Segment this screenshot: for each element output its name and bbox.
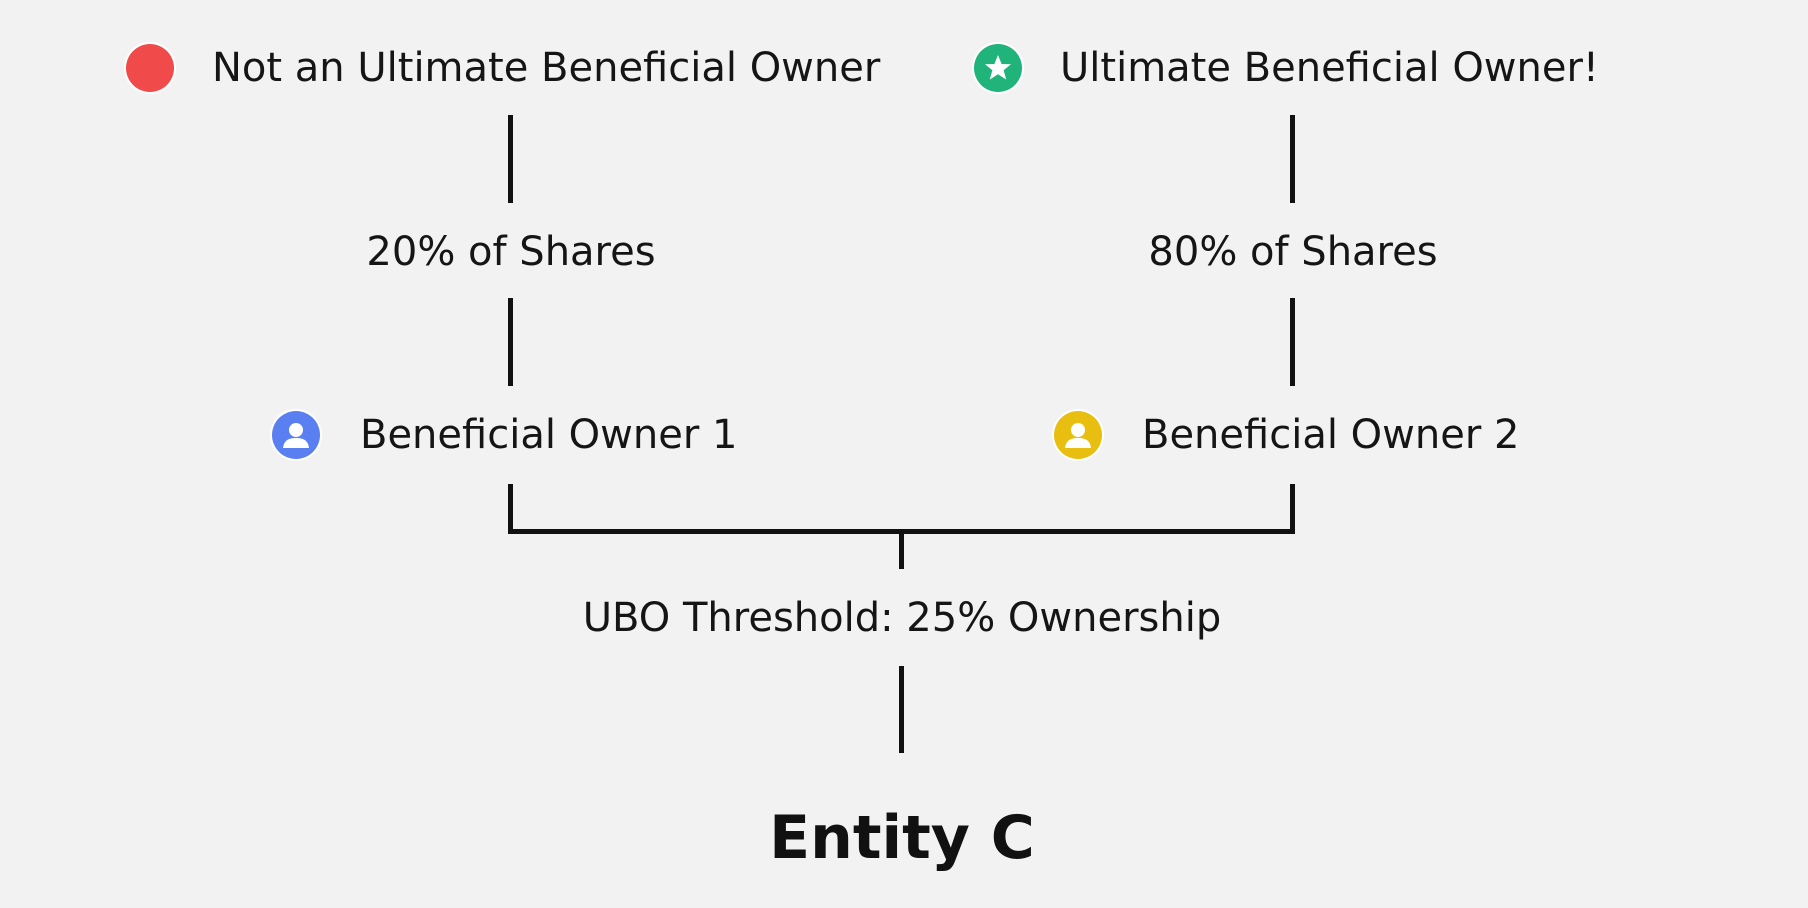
owner-2-label: Beneficial Owner 2 xyxy=(1142,412,1520,458)
not-ubo-dot-icon xyxy=(126,44,174,92)
bracket-left-drop xyxy=(508,484,513,534)
connector-right-upper xyxy=(1290,115,1295,203)
bracket-center-stem xyxy=(899,529,904,569)
ubo-star-icon xyxy=(974,44,1022,92)
connector-left-lower xyxy=(508,298,513,386)
bracket-right-drop xyxy=(1290,484,1295,534)
legend-ubo-label: Ultimate Beneficial Owner! xyxy=(1060,45,1599,91)
legend-not-ubo-label: Not an Ultimate Beneficial Owner xyxy=(212,45,881,91)
connector-to-entity xyxy=(899,666,904,753)
threshold-label: UBO Threshold: 25% Ownership xyxy=(582,595,1222,641)
owner-1-shares-label: 20% of Shares xyxy=(366,229,656,275)
entity-label: Entity C xyxy=(769,803,1035,873)
owner-2-person-icon xyxy=(1054,411,1102,459)
owner-2-shares-label: 80% of Shares xyxy=(1148,229,1438,275)
owner-1-person-icon xyxy=(272,411,320,459)
owner-1-label: Beneficial Owner 1 xyxy=(360,412,738,458)
connector-left-upper xyxy=(508,115,513,203)
connector-right-lower xyxy=(1290,298,1295,386)
